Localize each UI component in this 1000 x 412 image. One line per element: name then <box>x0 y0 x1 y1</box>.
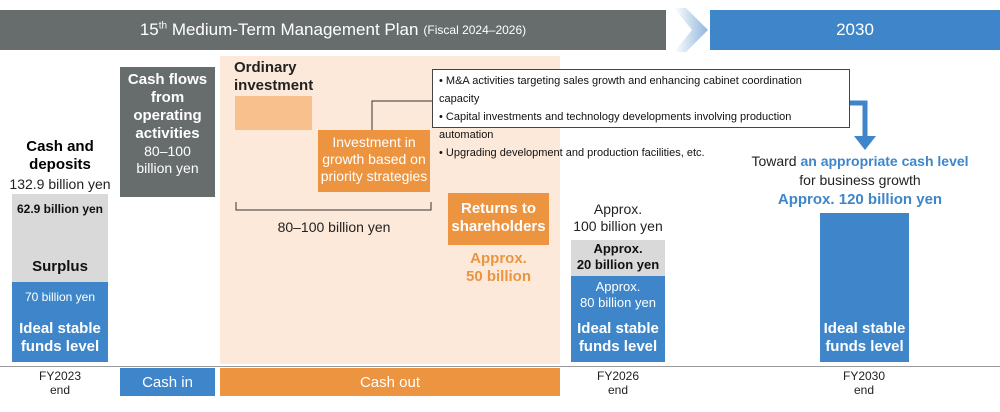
fy2030-line2: for business growth <box>799 172 921 188</box>
returns-box: Returns to shareholders <box>448 193 549 245</box>
arrow-down-icon <box>854 136 876 150</box>
plan-title: 15th Medium-Term Management Plan <box>139 20 419 39</box>
baseline <box>0 366 1000 367</box>
fy2023-stable-label: Ideal stable funds level <box>19 320 101 355</box>
fy2026-axis-label: FY2026 end <box>596 369 640 397</box>
fy2023-total: 132.9 billion yen <box>9 176 111 192</box>
growth-investment-box: Investment in growth based on priority s… <box>318 130 430 192</box>
investment-amount-label: 80–100 billion yen <box>277 219 391 235</box>
cash-in-bar: Cash in <box>120 368 215 396</box>
fy2023-axis-label: FY2023 end <box>38 369 82 397</box>
fy2030-stable-label: Ideal stable funds level <box>823 320 906 355</box>
investment-bullets-box: M&A activities targeting sales growth an… <box>432 69 850 159</box>
ordinary-investment-box <box>235 96 312 130</box>
fy2030-stable-bar: Ideal stable funds level <box>820 213 909 362</box>
cash-deposits-title: Cash and deposits <box>26 138 94 173</box>
header-2030: 2030 <box>710 10 1000 50</box>
fy2023-surplus-label: Surplus <box>32 258 88 275</box>
cash-flows-box: Cash flows from operating activities 80–… <box>120 67 215 197</box>
fy2030-axis-label: FY2030 end <box>842 369 886 397</box>
fy2023-stable-value: 70 billion yen <box>24 290 96 304</box>
plan-header-bar: 15th Medium-Term Management Plan (Fiscal… <box>0 10 666 50</box>
arrow-shaft <box>849 100 868 138</box>
bullet-connector-line <box>371 100 432 130</box>
fy2030-highlight: an appropriate cash level <box>800 153 969 169</box>
fy2023-surplus-bar: 62.9 billion yen Surplus <box>12 194 108 282</box>
fy2023-surplus-value: 62.9 billion yen <box>16 202 104 216</box>
bullet-item: Capital investments and technology devel… <box>439 108 843 144</box>
fy2030-toward-line: Toward an appropriate cash level <box>751 153 969 169</box>
investment-bracket <box>235 202 432 211</box>
fy2030-amount: Approx. 120 billion yen <box>777 191 943 208</box>
fy2026-total: Approx. 100 billion yen <box>573 201 663 234</box>
bullet-item: Upgrading development and production fac… <box>439 144 843 162</box>
fy2026-stable-bar: Approx. 80 billion yen Ideal stable fund… <box>571 276 665 362</box>
returns-amount: Approx. 50 billion <box>465 250 531 285</box>
chevron-right-icon <box>674 8 708 52</box>
ordinary-investment-label: Ordinary investment <box>234 59 314 94</box>
bullet-item: M&A activities targeting sales growth an… <box>439 72 843 108</box>
fy2026-gray-bar: Approx. 20 billion yen <box>571 240 665 276</box>
fy2023-stable-bar: 70 billion yen Ideal stable funds level <box>12 282 108 362</box>
plan-period: (Fiscal 2024–2026) <box>423 23 527 37</box>
cash-out-bar: Cash out <box>220 368 560 396</box>
